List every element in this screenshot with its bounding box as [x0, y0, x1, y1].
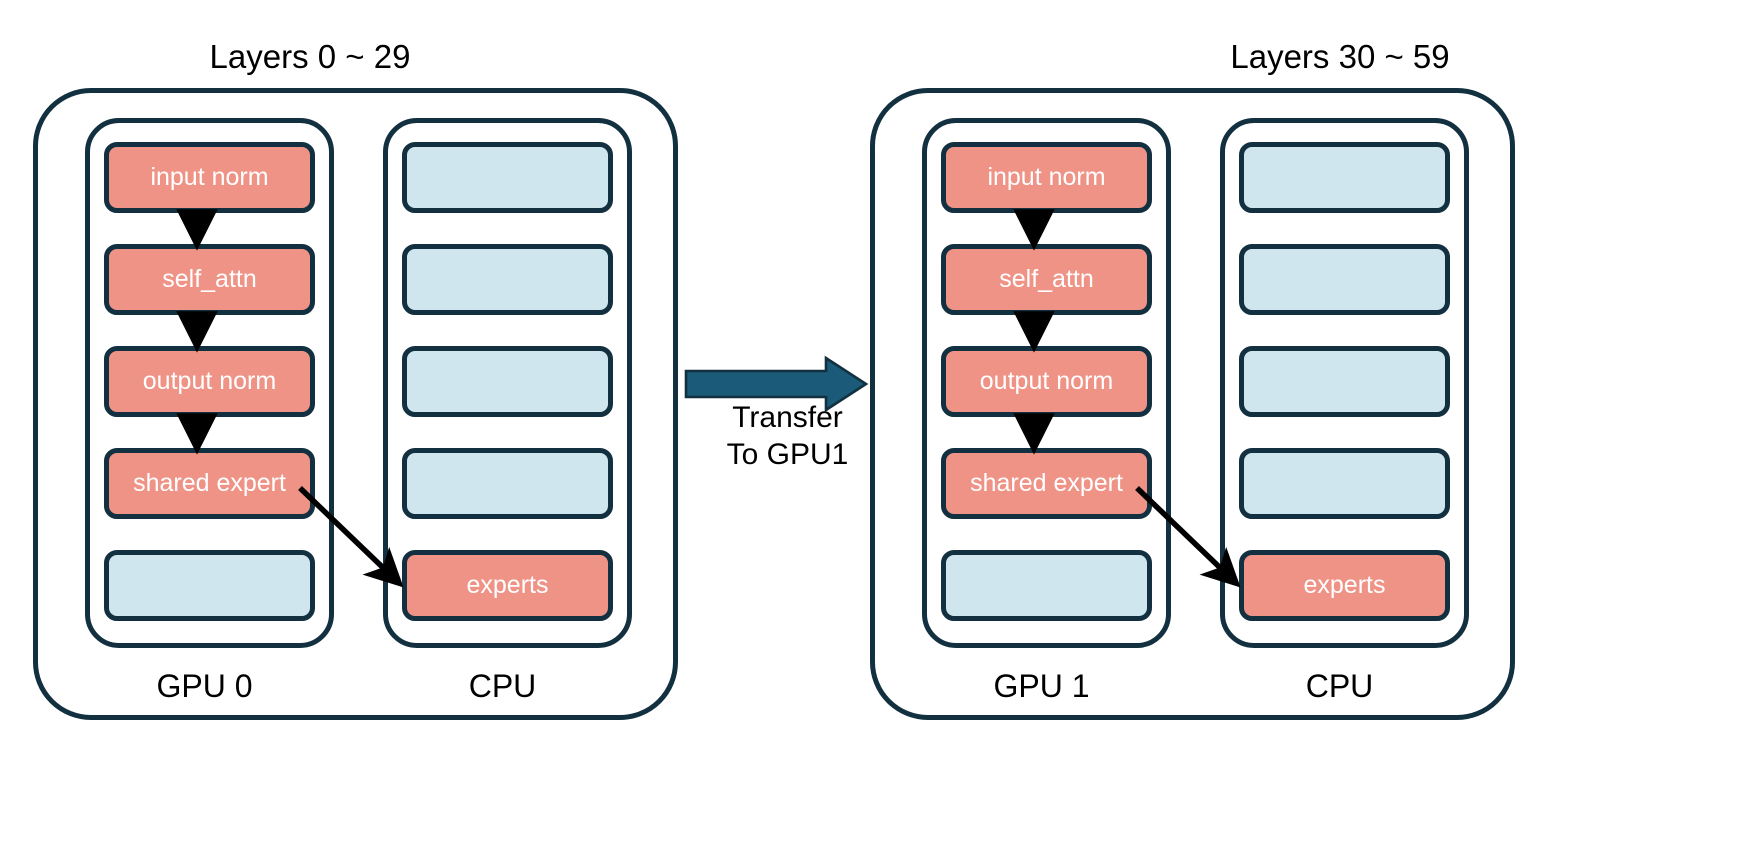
block-output-norm-gpu0[interactable]: output norm [104, 346, 315, 417]
block-shared-expert-gpu0[interactable]: shared expert [104, 448, 315, 519]
device-label-gpu1: GPU 1 [993, 668, 1090, 704]
transfer-arrow-label: Transfer To GPU1 [700, 400, 875, 473]
block-self-attn-gpu0[interactable]: self_attn [104, 244, 315, 315]
gpu-column-0: input norm self_attn output norm shared … [85, 118, 334, 648]
block-empty-cpu0-4[interactable] [402, 448, 613, 519]
block-empty-cpu0-1[interactable] [402, 142, 613, 213]
block-empty-gpu0[interactable] [104, 550, 315, 621]
device-panel-right: input norm self_attn output norm shared … [870, 88, 1515, 720]
block-self-attn-gpu1[interactable]: self_attn [941, 244, 1152, 315]
block-experts-cpu1[interactable]: experts [1239, 550, 1450, 621]
block-input-norm-gpu0[interactable]: input norm [104, 142, 315, 213]
gpu-column-1: input norm self_attn output norm shared … [922, 118, 1171, 648]
block-empty-cpu1-1[interactable] [1239, 142, 1450, 213]
block-empty-cpu1-2[interactable] [1239, 244, 1450, 315]
block-input-norm-gpu1[interactable]: input norm [941, 142, 1152, 213]
cpu-column-0: experts [383, 118, 632, 648]
device-label-cpu1: CPU [1305, 668, 1374, 704]
block-empty-gpu1[interactable] [941, 550, 1152, 621]
device-panel-left: input norm self_attn output norm shared … [33, 88, 678, 720]
block-empty-cpu1-4[interactable] [1239, 448, 1450, 519]
device-label-cpu0: CPU [468, 668, 537, 704]
group-title-right: Layers 30 ~ 59 [1230, 38, 1450, 75]
transfer-label-line2: To GPU1 [726, 437, 849, 471]
transfer-label-line1: Transfer [732, 401, 843, 434]
group-title-left: Layers 0 ~ 29 [209, 38, 411, 75]
block-experts-cpu0[interactable]: experts [402, 550, 613, 621]
device-label-gpu0: GPU 0 [156, 668, 253, 704]
cpu-column-1: experts [1220, 118, 1469, 648]
block-empty-cpu1-3[interactable] [1239, 346, 1450, 417]
block-shared-expert-gpu1[interactable]: shared expert [941, 448, 1152, 519]
block-output-norm-gpu1[interactable]: output norm [941, 346, 1152, 417]
block-empty-cpu0-2[interactable] [402, 244, 613, 315]
block-empty-cpu0-3[interactable] [402, 346, 613, 417]
